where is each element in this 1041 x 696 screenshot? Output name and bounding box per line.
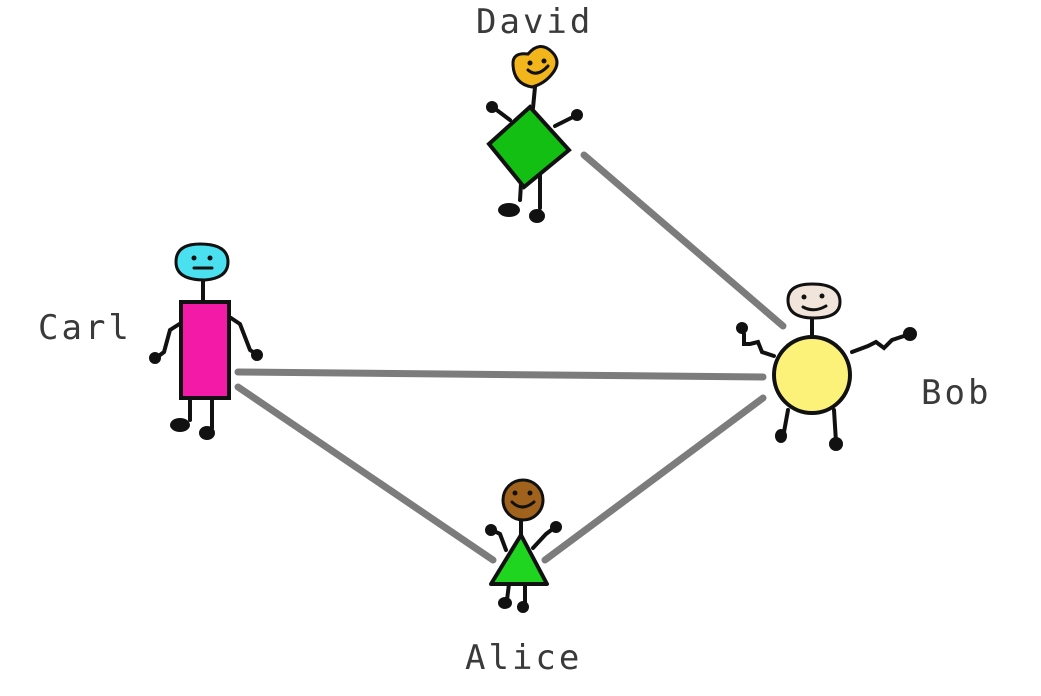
david-smile bbox=[526, 64, 550, 75]
david-name-label: David bbox=[476, 2, 593, 42]
bob-hand-left bbox=[736, 322, 748, 334]
bob-smile bbox=[801, 304, 828, 312]
bob-hand-right bbox=[903, 327, 917, 341]
carl-arm-left bbox=[154, 321, 183, 360]
bob-foot-left bbox=[775, 429, 787, 443]
david-head bbox=[511, 45, 559, 89]
bob-arm-left bbox=[742, 332, 776, 358]
carl-arm-right bbox=[229, 316, 258, 356]
alice-arm-right bbox=[531, 526, 556, 550]
david-body bbox=[486, 104, 572, 190]
bob-body bbox=[772, 335, 852, 415]
david-neck bbox=[531, 85, 537, 110]
bob-eye-left bbox=[801, 294, 807, 300]
bob-name-label: Bob bbox=[921, 373, 991, 413]
carl-eye-left bbox=[191, 255, 197, 261]
bob-foot-right bbox=[829, 437, 843, 451]
bob-legs bbox=[782, 408, 838, 444]
bob-arm-right bbox=[850, 334, 906, 354]
alice-smile bbox=[510, 500, 536, 509]
edges bbox=[234, 151, 787, 564]
edge-carl-alice bbox=[234, 383, 497, 564]
alice-hand-left bbox=[485, 524, 497, 536]
alice-eye-left bbox=[512, 490, 518, 496]
carl-eye-right bbox=[207, 255, 213, 261]
edge-alice-bob bbox=[541, 394, 767, 564]
bob-head bbox=[786, 282, 842, 320]
carl-name-label: Carl bbox=[38, 308, 132, 348]
david-hand-left bbox=[486, 101, 498, 113]
carl-hand-right bbox=[251, 349, 263, 361]
david-foot-right bbox=[529, 209, 545, 223]
carl-legs bbox=[188, 396, 214, 430]
person-carl: Carl bbox=[38, 242, 263, 440]
david-eye-left bbox=[527, 60, 533, 66]
carl-foot-left bbox=[170, 418, 190, 432]
carl-body bbox=[179, 300, 231, 400]
alice-head bbox=[501, 478, 545, 522]
person-alice: Alice bbox=[465, 478, 582, 678]
carl-head bbox=[174, 242, 230, 282]
alice-foot-right bbox=[517, 601, 529, 613]
person-bob: Bob bbox=[736, 282, 991, 451]
alice-name-label: Alice bbox=[465, 638, 582, 678]
edge-david-bob bbox=[580, 151, 787, 330]
carl-foot-right bbox=[199, 426, 215, 440]
david-foot-left bbox=[498, 203, 520, 217]
david-hand-right bbox=[571, 109, 583, 121]
alice-foot-left bbox=[498, 597, 512, 609]
edge-carl-bob bbox=[234, 368, 767, 381]
bob-eye-right bbox=[819, 293, 825, 299]
person-david: David bbox=[476, 2, 593, 223]
alice-hand-right bbox=[550, 521, 562, 533]
alice-body bbox=[489, 533, 549, 586]
carl-hand-left bbox=[149, 352, 161, 364]
alice-eye-right bbox=[527, 490, 533, 496]
david-eye-right bbox=[541, 58, 547, 64]
alice-legs bbox=[505, 582, 527, 606]
